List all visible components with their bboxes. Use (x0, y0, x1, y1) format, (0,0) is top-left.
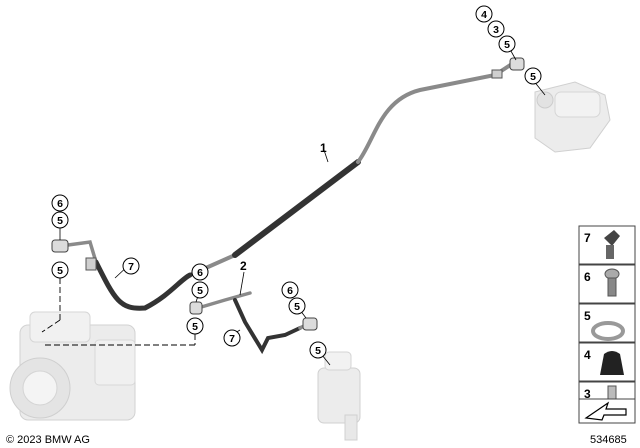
svg-text:5: 5 (192, 321, 198, 333)
svg-text:6: 6 (57, 198, 63, 210)
legend-item-7: 7 (578, 225, 636, 265)
bleed-valve-cap-icon (604, 230, 620, 259)
svg-text:7: 7 (584, 231, 591, 245)
brake-line-1 (188, 60, 517, 277)
callout-master-5b: 5 (309, 341, 327, 359)
callout-caliper-5b: 5 (524, 67, 542, 85)
copyright-text: © 2023 BMW AG (6, 434, 90, 446)
callout-mid-5b: 5 (186, 317, 204, 335)
arrow-icon (584, 401, 627, 421)
svg-text:6: 6 (287, 285, 293, 297)
bleed-screw-icon (604, 268, 620, 297)
svg-text:4: 4 (584, 348, 591, 362)
callout-abs-left-6: 6 (51, 194, 69, 212)
svg-text:4: 4 (481, 9, 487, 21)
svg-text:3: 3 (493, 24, 499, 36)
abs-hose (66, 240, 193, 311)
callout-hose-left-7: 7 (122, 257, 140, 275)
callouts: 4 3 5 5 6 5 5 7 6 5 5 7 6 5 5 (51, 5, 542, 359)
svg-text:3: 3 (584, 387, 591, 401)
svg-text:5: 5 (315, 345, 321, 357)
part-label-1: 1 (320, 141, 327, 155)
arrow-legend-cell (578, 398, 636, 424)
svg-text:5: 5 (57, 215, 63, 227)
part-label-2: 2 (240, 259, 247, 273)
callout-mid-6: 6 (191, 263, 209, 281)
callout-abs-left-5b: 5 (51, 261, 69, 279)
legend-item-6: 6 (578, 264, 636, 304)
callout-caliper-4: 4 (475, 5, 493, 23)
svg-text:5: 5 (57, 265, 63, 277)
callout-master-5a: 5 (288, 297, 306, 315)
svg-text:5: 5 (584, 309, 591, 323)
sealing-ring-icon (591, 321, 625, 341)
protective-cap-icon (600, 351, 624, 375)
svg-text:5: 5 (504, 39, 510, 51)
callout-master-6: 6 (281, 281, 299, 299)
abs-unit (9, 311, 136, 421)
legend-item-5: 5 (578, 303, 636, 343)
brake-caliper (534, 81, 611, 153)
callout-abs-left-5a: 5 (51, 211, 69, 229)
svg-text:7: 7 (229, 333, 235, 345)
svg-text:5: 5 (530, 71, 536, 83)
master-cylinder (317, 351, 361, 441)
svg-text:7: 7 (128, 261, 134, 273)
svg-text:5: 5 (197, 285, 203, 297)
callout-mid-7: 7 (223, 329, 241, 347)
callout-mid-5a: 5 (191, 281, 209, 299)
svg-text:5: 5 (294, 301, 300, 313)
callout-caliper-3: 3 (487, 20, 505, 38)
diagram-number: 534685 (590, 434, 627, 446)
svg-text:6: 6 (197, 267, 203, 279)
legend-item-4: 4 (578, 342, 636, 382)
svg-text:6: 6 (584, 270, 591, 284)
callout-caliper-5a: 5 (498, 35, 516, 53)
